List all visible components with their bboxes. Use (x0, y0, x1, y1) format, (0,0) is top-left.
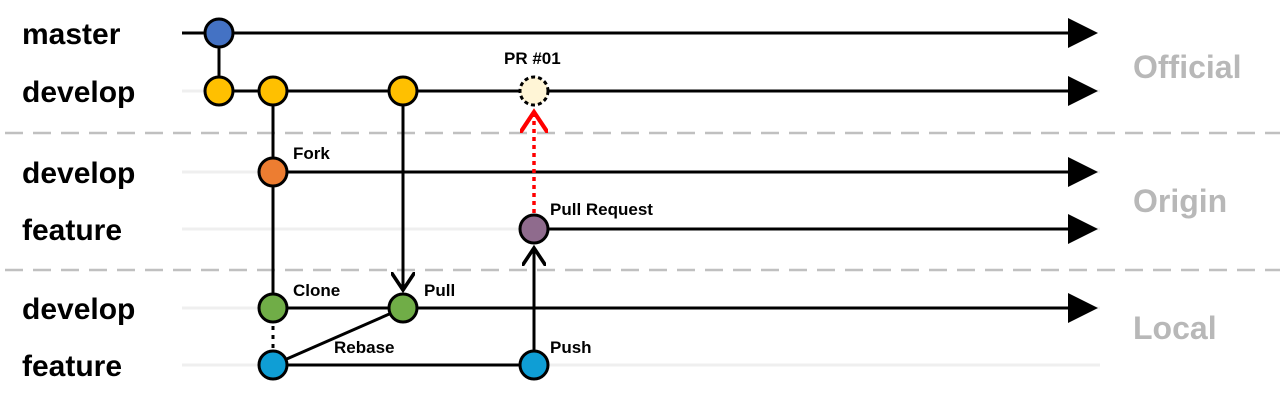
annotation-clone: Clone (293, 281, 340, 300)
annotation-pull: Pull (424, 281, 455, 300)
group-label-official: Official (1133, 49, 1241, 85)
annotation-push: Push (550, 338, 592, 357)
node-feature-local-1 (257, 349, 289, 381)
node-push (518, 349, 550, 381)
commit-nodes (203, 17, 550, 381)
row-label-develop-official: develop (22, 76, 135, 109)
branch-lines (182, 18, 1098, 367)
row-label-master: master (22, 18, 121, 51)
node-develop-2 (257, 75, 289, 107)
node-master (203, 17, 235, 49)
annotation-fork: Fork (293, 144, 330, 163)
row-label-feature-local: feature (22, 350, 122, 383)
node-fork (257, 156, 289, 188)
row-label-feature-origin: feature (22, 214, 122, 247)
node-pull-request (518, 213, 550, 245)
group-label-origin: Origin (1133, 183, 1227, 219)
annotation-rebase: Rebase (334, 338, 394, 357)
section-separators (5, 131, 1280, 272)
annotation-pr: PR #01 (504, 49, 561, 68)
row-label-develop-local: develop (22, 293, 135, 326)
node-develop-1 (203, 75, 235, 107)
annotations: PR #01 Fork Pull Request Clone Pull Reba… (293, 49, 653, 357)
group-labels: Official Origin Local (1133, 49, 1241, 346)
annotation-pull-request: Pull Request (550, 200, 653, 219)
row-labels: master develop develop feature develop f… (22, 18, 135, 383)
row-label-develop-origin: develop (22, 157, 135, 190)
node-clone (257, 292, 289, 324)
group-label-local: Local (1133, 310, 1217, 346)
connector-rebase (272, 306, 404, 367)
node-pull (387, 292, 419, 324)
node-develop-3 (387, 75, 419, 107)
node-pr-pending (518, 75, 550, 107)
